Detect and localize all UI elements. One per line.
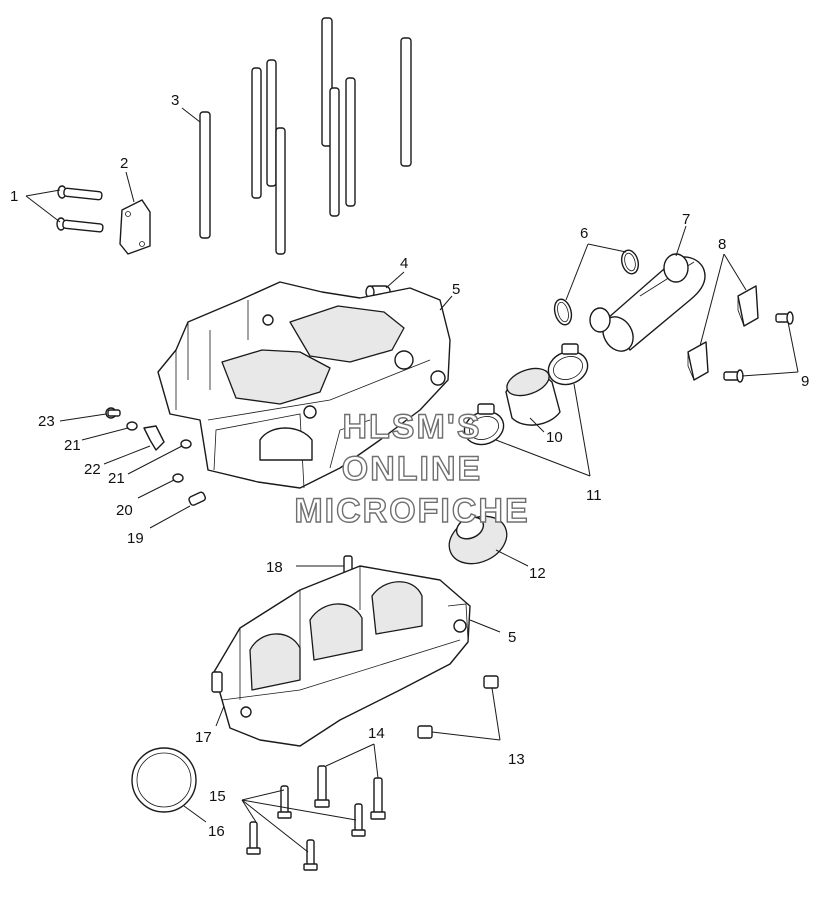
leader-lines: [25, 107, 799, 853]
cover-plate: [119, 199, 151, 255]
cylinder-studs: [199, 17, 412, 255]
callout-6: 6: [580, 225, 588, 242]
o-rings-part-6: [553, 249, 640, 326]
callout-11: 11: [586, 487, 602, 504]
callout-21-upper: 21: [64, 437, 81, 454]
callout-15: 15: [209, 788, 226, 805]
callout-3: 3: [171, 92, 179, 109]
callout-5-lower: 5: [508, 629, 516, 646]
watermark-line-1: HLSM'S: [342, 408, 481, 446]
callout-16: 16: [208, 823, 225, 840]
callout-10: 10: [546, 429, 563, 446]
snap-ring-part-16: [131, 747, 197, 813]
callout-22: 22: [84, 461, 101, 478]
callout-18: 18: [266, 559, 283, 576]
clamps-part-11: [463, 343, 589, 446]
callout-21-lower: 21: [108, 470, 125, 487]
watermark-line-2: ONLINE: [342, 450, 482, 488]
callout-1: 1: [10, 188, 18, 205]
callout-9: 9: [801, 373, 809, 390]
intake-pipe-part-7: [589, 253, 706, 352]
callout-8: 8: [718, 236, 726, 253]
brackets-part-8: [687, 285, 759, 381]
callout-2: 2: [120, 155, 128, 172]
bolts-part-1: [56, 185, 104, 233]
callout-14: 14: [368, 725, 385, 742]
callout-17: 17: [195, 729, 212, 746]
callout-13: 13: [508, 751, 525, 768]
plugs-part-13: [417, 675, 499, 739]
watermark-line-3: MICROFICHE: [294, 492, 529, 530]
small-fittings: [105, 407, 207, 506]
callout-labels: 1 2 3 4 5 6 7 8 9 10 11 12 13 14 15 16 1…: [10, 92, 809, 840]
callout-20: 20: [116, 502, 133, 519]
screws-part-9: [723, 311, 794, 383]
callout-7: 7: [682, 211, 690, 228]
bolts-part-14-15: [246, 765, 386, 871]
callout-4: 4: [400, 255, 408, 272]
boot-part-10: [505, 367, 561, 426]
callout-12: 12: [529, 565, 546, 582]
seal-part-12: [448, 515, 508, 565]
upper-crankcase: [157, 281, 451, 489]
watermark: HLSM'S ONLINE MICROFICHE: [294, 407, 529, 530]
callout-23: 23: [38, 413, 55, 430]
callout-19: 19: [127, 530, 144, 547]
lower-crankcase: [211, 555, 471, 747]
callout-5-upper: 5: [452, 281, 460, 298]
